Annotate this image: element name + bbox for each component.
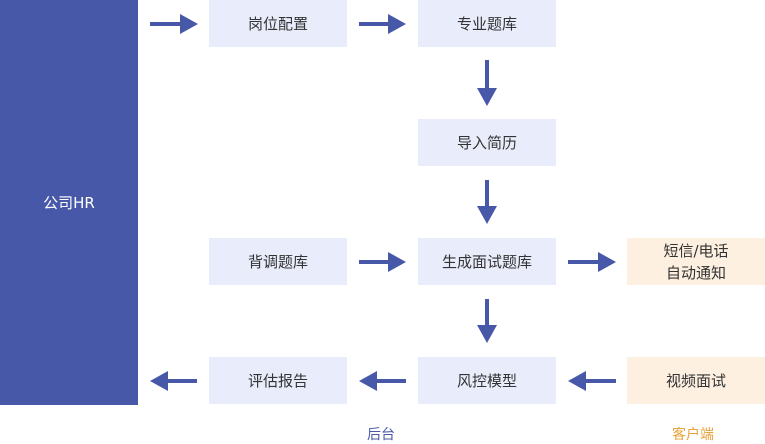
node-sms-notify-line1: 短信/电话 <box>663 241 729 260</box>
node-professional-bank: 专业题库 <box>418 0 556 47</box>
node-sms-notify-line2: 自动通知 <box>665 263 726 282</box>
node-position-config-label: 岗位配置 <box>247 14 308 33</box>
node-video-interview-label: 视频面试 <box>665 371 726 390</box>
node-risk-model: 风控模型 <box>418 357 556 404</box>
node-video-interview: 视频面试 <box>627 357 765 404</box>
node-position-config: 岗位配置 <box>209 0 347 47</box>
caption-client: 客户端 <box>672 427 714 443</box>
node-background-bank: 背调题库 <box>209 238 347 285</box>
node-import-resume-label: 导入简历 <box>456 133 517 152</box>
node-background-bank-label: 背调题库 <box>247 252 308 271</box>
node-generate-bank-label: 生成面试题库 <box>441 252 532 271</box>
node-professional-bank-label: 专业题库 <box>456 14 517 33</box>
caption-backend: 后台 <box>367 427 395 443</box>
hr-label: 公司HR <box>43 194 95 212</box>
node-eval-report-label: 评估报告 <box>247 371 308 390</box>
node-generate-bank: 生成面试题库 <box>418 238 556 285</box>
hr-panel: 公司HR <box>0 0 138 405</box>
node-risk-model-label: 风控模型 <box>456 371 517 390</box>
node-eval-report: 评估报告 <box>209 357 347 404</box>
node-sms-notify: 短信/电话 自动通知 <box>627 238 765 285</box>
node-import-resume: 导入简历 <box>418 119 556 166</box>
